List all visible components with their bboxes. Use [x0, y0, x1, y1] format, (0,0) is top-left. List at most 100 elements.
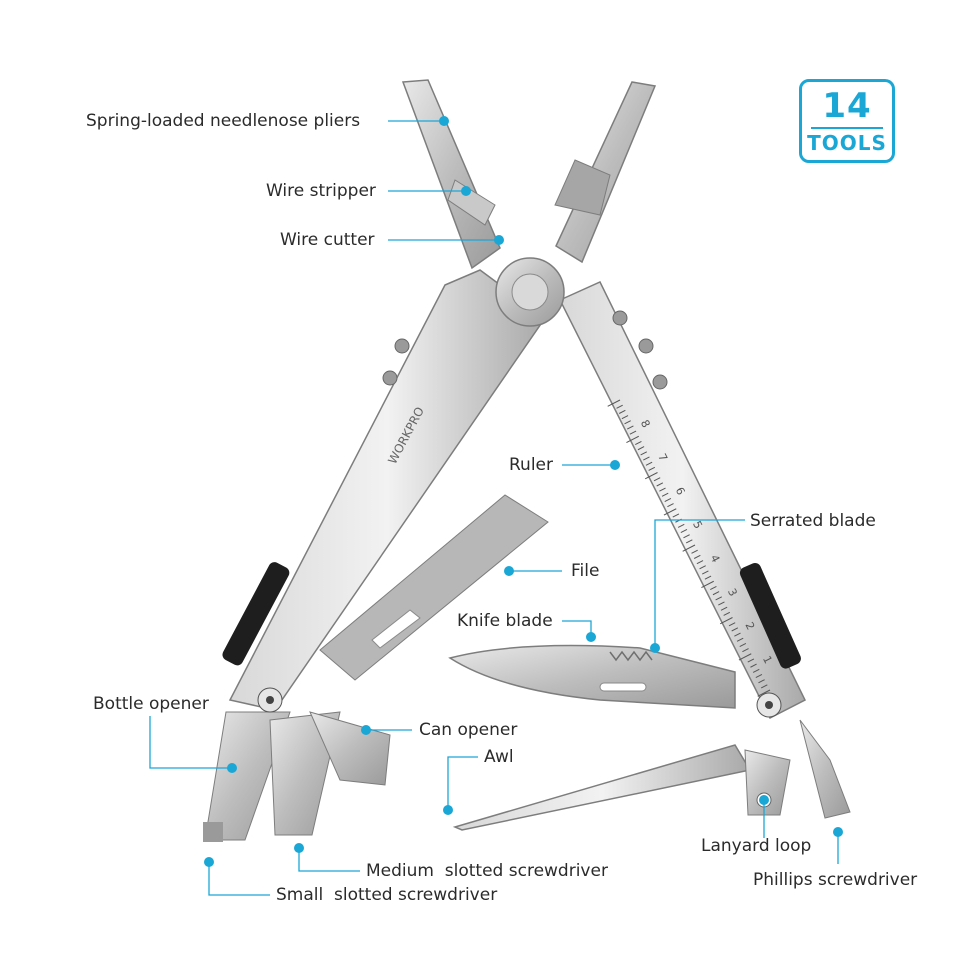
label-phillips-screwdriver: Phillips screwdriver: [753, 870, 918, 890]
label-ruler: Ruler: [509, 455, 553, 475]
ruler-tick: [624, 420, 631, 425]
ruler-tick: [739, 642, 747, 647]
right-handle-grip: [739, 562, 801, 669]
ruler-tick: [723, 611, 731, 616]
ruler-tick: [755, 674, 763, 679]
ruler-tick: [659, 487, 666, 492]
label-medium-screwdriver: Medium slotted screwdriver: [366, 861, 608, 881]
callout-dot-wire-cutter: [494, 235, 504, 245]
callout-leaders: [149, 116, 843, 896]
callout-dot-phillips-screwdriver: [833, 827, 843, 837]
callout-dot-awl: [443, 805, 453, 815]
ruler-tick: [720, 606, 728, 611]
label-wire-stripper: Wire stripper: [266, 181, 376, 201]
ruler-tick: [710, 585, 717, 591]
callout-dot-ruler: [610, 460, 620, 470]
callout-dot-medium-screwdriver: [294, 843, 304, 853]
callout-dot-can-opener: [361, 725, 371, 735]
ruler-tick: [677, 523, 685, 528]
label-knife-blade: Knife blade: [457, 611, 553, 631]
ruler-tick: [664, 497, 672, 502]
ruler-tick: [691, 549, 698, 554]
callout-dot-wire-stripper: [461, 186, 471, 196]
ruler-tick: [645, 461, 653, 466]
callout-dot-knife-blade: [586, 632, 596, 642]
ruler-tick: [682, 544, 696, 552]
leader-line-awl: [447, 756, 478, 810]
label-lanyard-loop: Lanyard loop: [701, 836, 812, 856]
callout-dot-bottle-opener: [227, 763, 237, 773]
badge-divider: [811, 127, 883, 129]
ruler-tick: [752, 668, 760, 673]
ruler-tick: [680, 529, 688, 534]
ruler-tick: [734, 632, 741, 637]
callout-dot-small-screwdriver: [204, 857, 214, 867]
ruler-tick: [742, 648, 749, 653]
ruler-tick: [640, 451, 648, 456]
callout-dot-lanyard-loop: [759, 795, 769, 805]
ruler-tick: [699, 565, 706, 570]
label-serrated-blade: Serrated blade: [750, 511, 876, 531]
leader-line-knife-blade: [562, 620, 592, 637]
ruler-tick: [685, 539, 693, 544]
ruler-tick: [696, 560, 704, 565]
ruler-tick: [718, 601, 725, 606]
ruler-tick: [648, 466, 656, 471]
ruler-tick: [635, 440, 642, 446]
ruler-tick: [663, 508, 677, 516]
ruler-tick: [618, 409, 626, 414]
ruler-tick: [715, 596, 723, 601]
label-awl: Awl: [484, 747, 514, 767]
leader-line-bottle-opener: [149, 716, 232, 769]
ruler-tick: [643, 456, 650, 461]
ruler-tick: [637, 446, 645, 451]
badge-number: 14: [822, 86, 872, 126]
label-bottle-opener: Bottle opener: [93, 694, 209, 714]
ruler-tick: [656, 482, 664, 487]
label-needlenose-pliers: Spring-loaded needlenose pliers: [86, 111, 361, 131]
callout-dot-serrated-blade: [650, 643, 660, 653]
ruler-tick: [747, 658, 755, 663]
ruler-tick: [616, 404, 623, 409]
tool-count-badge: 14 TOOLS: [799, 79, 895, 163]
ruler-tick: [701, 580, 714, 588]
ruler-tick: [719, 617, 733, 625]
ruler-tick: [629, 430, 637, 435]
ruler-tick: [736, 637, 744, 642]
leader-line-small-screwdriver: [208, 862, 270, 896]
label-small-screwdriver: Small slotted screwdriver: [276, 885, 498, 905]
file-tool: [319, 494, 549, 681]
ruler-tick: [661, 492, 669, 497]
pivot-bolt: [495, 257, 565, 327]
ruler-tick: [644, 472, 658, 480]
label-file: File: [571, 561, 600, 581]
ruler-tick: [712, 591, 720, 596]
ruler-tick: [621, 415, 629, 420]
ruler-tick: [731, 627, 739, 632]
ruler-tick: [672, 513, 680, 518]
ruler-tick: [607, 399, 621, 407]
pliers-jaws: [401, 79, 657, 270]
ruler-tick: [760, 684, 768, 689]
ruler-tick: [728, 622, 736, 627]
badge-word: TOOLS: [807, 131, 887, 155]
ruler-tick: [653, 477, 661, 482]
callout-dot-file: [504, 566, 514, 576]
ruler-tick: [667, 503, 674, 508]
knife-blade-tool: [448, 644, 736, 709]
ruler-tick: [704, 575, 712, 580]
ruler-tick: [683, 534, 690, 539]
ruler-tick: [693, 554, 701, 559]
callout-dot-needlenose: [439, 116, 449, 126]
ruler-tick: [627, 425, 634, 430]
ruler-tick: [758, 679, 765, 684]
leader-line-medium-screwdriver: [298, 848, 360, 872]
label-can-opener: Can opener: [419, 720, 518, 740]
ruler-tick: [738, 653, 752, 661]
ruler-tick: [626, 435, 639, 443]
ruler-tick: [750, 663, 757, 668]
